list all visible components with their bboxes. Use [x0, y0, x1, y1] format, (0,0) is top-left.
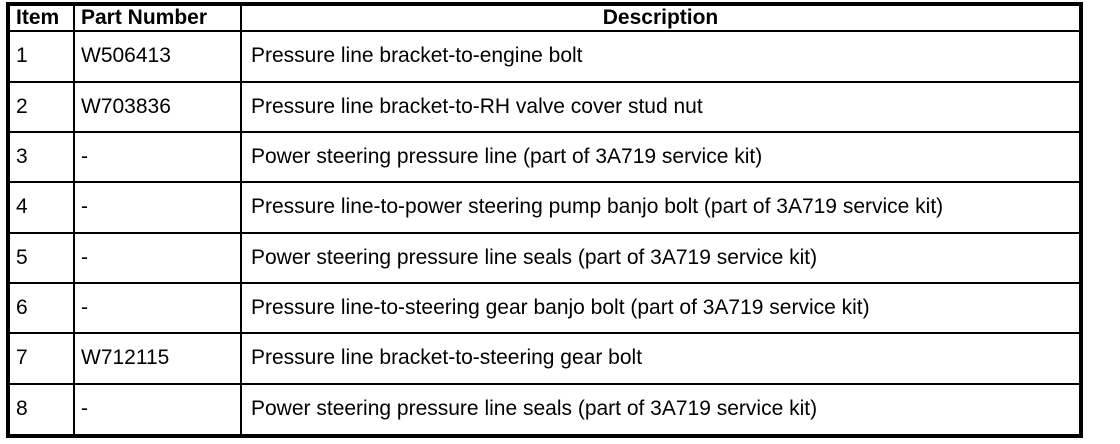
- part-number-cell: -: [73, 181, 242, 234]
- part-number-cell: W703836: [73, 80, 242, 133]
- part-number-cell: -: [73, 231, 242, 284]
- part-number-cell: -: [73, 281, 242, 335]
- table-row: 8 - Power steering pressure line seals (…: [7, 382, 1082, 438]
- table-row: 2 W703836 Pressure line bracket-to-RH va…: [7, 80, 1082, 133]
- column-header-part-number: Part Number: [73, 2, 242, 33]
- item-cell: 2: [7, 80, 75, 133]
- item-cell: 5: [7, 231, 75, 284]
- table-row: 4 - Pressure line-to-power steering pump…: [7, 181, 1082, 234]
- description-cell: Pressure line-to-power steering pump ban…: [240, 181, 1082, 234]
- item-cell: 4: [7, 181, 75, 234]
- part-number-cell: W506413: [73, 30, 242, 83]
- item-cell: 1: [7, 30, 75, 83]
- table-row: 7 W712115 Pressure line bracket-to-steer…: [7, 332, 1082, 385]
- item-cell: 7: [7, 332, 75, 385]
- item-cell: 6: [7, 281, 75, 335]
- description-cell: Pressure line bracket-to-steering gear b…: [240, 332, 1082, 385]
- table-row: 3 - Power steering pressure line (part o…: [7, 130, 1082, 184]
- parts-table-header: Item Part Number Description: [7, 2, 1082, 33]
- parts-table: Item Part Number Description 1 W506413 P…: [6, 2, 1083, 438]
- table-row: 5 - Power steering pressure line seals (…: [7, 231, 1082, 284]
- header-row: Item Part Number Description: [7, 2, 1082, 33]
- description-cell: Pressure line bracket-to-RH valve cover …: [240, 80, 1082, 133]
- part-number-cell: -: [73, 130, 242, 184]
- parts-table-body: 1 W506413 Pressure line bracket-to-engin…: [7, 30, 1082, 438]
- part-number-cell: -: [73, 382, 242, 438]
- description-cell: Power steering pressure line seals (part…: [240, 382, 1082, 438]
- column-header-item: Item: [7, 2, 75, 33]
- table-row: 1 W506413 Pressure line bracket-to-engin…: [7, 30, 1082, 83]
- item-cell: 8: [7, 382, 75, 438]
- description-cell: Power steering pressure line seals (part…: [240, 231, 1082, 284]
- description-cell: Pressure line-to-steering gear banjo bol…: [240, 281, 1082, 335]
- description-cell: Power steering pressure line (part of 3A…: [240, 130, 1082, 184]
- column-header-description: Description: [240, 2, 1082, 33]
- table-row: 6 - Pressure line-to-steering gear banjo…: [7, 281, 1082, 335]
- item-cell: 3: [7, 130, 75, 184]
- description-cell: Pressure line bracket-to-engine bolt: [240, 30, 1082, 83]
- part-number-cell: W712115: [73, 332, 242, 385]
